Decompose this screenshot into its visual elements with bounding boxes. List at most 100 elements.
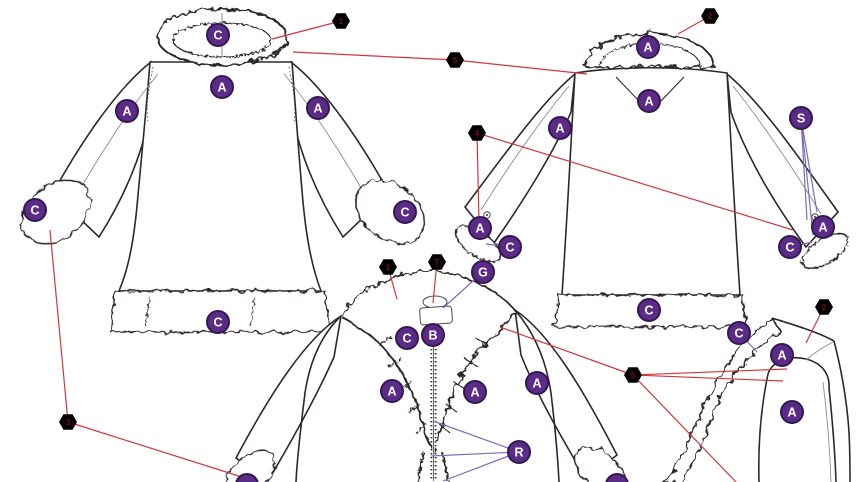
garment-side-view (662, 316, 851, 482)
svg-text:2: 2 (708, 12, 713, 21)
callout-line (632, 374, 784, 382)
svg-text:A: A (643, 40, 652, 54)
svg-text:A: A (387, 384, 396, 398)
marker-side-fur-c: C (727, 321, 751, 345)
callout-line (67, 421, 246, 479)
svg-text:C: C (785, 240, 794, 254)
marker-front-hem-c: C (206, 310, 230, 334)
svg-text:R: R (514, 445, 523, 459)
letter-markers: C A A A C C C A A A S A C A C C G B C A … (23, 23, 835, 482)
marker-open-lapel-c: C (395, 326, 419, 350)
back-left-sleeve-seam (480, 85, 570, 211)
open-right-side (514, 309, 560, 482)
svg-text:A: A (555, 121, 564, 135)
callout-line (499, 326, 634, 376)
callout-line (632, 374, 737, 482)
marker-open-right-cuff-cut (605, 473, 629, 482)
callout-point: 5 (624, 367, 642, 383)
svg-text:7: 7 (435, 258, 440, 267)
svg-text:A: A (777, 348, 786, 362)
pointer-line (432, 420, 520, 453)
svg-text:5: 5 (453, 56, 458, 65)
svg-text:C: C (505, 240, 514, 254)
marker-front-left-cuff-c: C (23, 198, 47, 222)
side-armhole-line (805, 341, 834, 361)
front-right-cuff-fur (354, 179, 426, 245)
callout-line (476, 132, 480, 221)
marker-open-hanger-g: G (471, 260, 495, 284)
callout-point: 3 (59, 414, 77, 430)
side-sleeve-inner-line (822, 381, 832, 482)
back-yoke-left (615, 76, 640, 102)
callout-markers: 1 5 2 4 3 1 7 2 5 (59, 8, 833, 430)
marker-open-left-cuff-cut (235, 473, 259, 482)
marker-open-right-sleeve-a: A (525, 371, 549, 395)
callout-line (271, 20, 342, 40)
svg-text:A: A (644, 94, 653, 108)
pointer-line (430, 451, 520, 457)
svg-text:C: C (644, 303, 653, 317)
svg-text:2: 2 (822, 303, 827, 312)
garment-back-view (454, 28, 849, 328)
marker-back-left-cuff-c: C (498, 235, 522, 259)
open-lapel-hatch (387, 357, 403, 368)
callout-point: 4 (468, 125, 486, 141)
marker-open-right-body-a: A (463, 380, 487, 404)
back-yoke-right (660, 76, 685, 102)
svg-text:C: C (734, 326, 743, 340)
pointer-line (800, 117, 818, 213)
open-inner-label (419, 305, 453, 326)
side-sleeve (757, 357, 837, 482)
open-lapel-hatch (445, 403, 459, 414)
svg-text:C: C (213, 315, 222, 329)
open-lapel-hatch (438, 423, 451, 434)
marker-front-left-sleeve-a: A (115, 99, 139, 123)
open-lapel-hatch (407, 403, 421, 414)
back-right-sleeve-seam (732, 85, 822, 215)
garment-front-view (20, 8, 426, 333)
svg-text:G: G (478, 265, 488, 279)
marker-back-hem-c: C (637, 298, 661, 322)
pointer-line (442, 451, 520, 482)
open-front-fur-strip-left (417, 451, 425, 482)
svg-text:S: S (797, 111, 805, 125)
marker-back-collar-a: A (636, 35, 660, 59)
marker-front-right-sleeve-a: A (306, 96, 330, 120)
callout-point: 7 (428, 254, 446, 270)
back-right-cuff-fur (801, 232, 849, 270)
pointer-line (800, 117, 808, 221)
svg-text:B: B (428, 328, 437, 342)
callout-line (476, 132, 794, 231)
callout-line (454, 59, 588, 75)
garment-open-front-view (224, 269, 627, 482)
callout-lines (49, 15, 825, 482)
callout-point: 1 (332, 13, 350, 29)
open-left-side (295, 315, 342, 482)
svg-text:A: A (217, 80, 226, 94)
open-lapel-hatch (463, 357, 479, 368)
marker-side-sleeve-a: A (780, 400, 804, 424)
marker-back-snap-s: S (789, 106, 813, 130)
svg-text:4: 4 (475, 129, 480, 138)
side-shoulder-line (771, 317, 835, 342)
front-left-cuff-fur (20, 179, 92, 245)
marker-back-right-cuff-a: A (811, 215, 835, 239)
side-back-edge (833, 340, 851, 482)
marker-open-zipper-b: B (421, 323, 445, 347)
callout-point: 2 (815, 299, 833, 315)
pointer-lines (430, 117, 818, 482)
marker-open-zipper-r: R (507, 440, 531, 464)
svg-text:5: 5 (631, 371, 636, 380)
svg-text:A: A (470, 385, 479, 399)
open-front-fur-strip-right (441, 451, 449, 482)
callout-line (49, 229, 69, 423)
svg-text:A: A (122, 104, 131, 118)
svg-text:1: 1 (386, 263, 391, 272)
marker-front-right-cuff-c: C (393, 200, 417, 224)
pointer-line (800, 117, 814, 236)
svg-text:C: C (402, 331, 411, 345)
open-lapel-hatch (415, 423, 428, 434)
marker-side-shoulder-a: A (770, 343, 794, 367)
front-hem-hatch (144, 296, 151, 327)
